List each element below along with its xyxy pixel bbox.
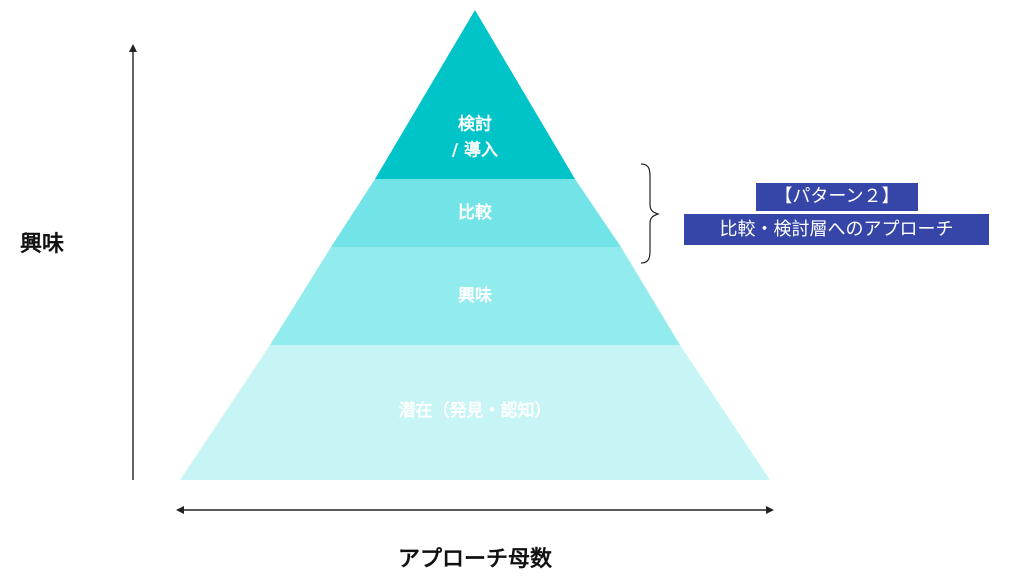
curly-brace xyxy=(640,163,660,264)
tier-label-line: 潜在（発見・認知） xyxy=(398,400,552,421)
pyramid-tier-comparison xyxy=(331,179,621,247)
tier-label-interest: 興味 xyxy=(458,283,492,309)
pyramid-tier-interest xyxy=(270,247,680,345)
pyramid-tier-consideration xyxy=(375,10,575,179)
callout-title: 【パターン２】 xyxy=(756,183,918,211)
y-axis-label: 興味 xyxy=(20,232,65,257)
tier-label-line: 検討 xyxy=(457,114,492,135)
callout-subtitle: 比較・検討層へのアプローチ xyxy=(684,214,989,245)
tier-label-line: 比較 xyxy=(458,202,492,223)
tier-label-line: / 導入 xyxy=(451,141,499,161)
pyramid-tier-latent xyxy=(180,345,770,480)
tier-label-comparison: 比較 xyxy=(458,200,492,226)
tier-label-line: 興味 xyxy=(458,285,492,306)
tier-label-latent: 潜在（発見・認知） xyxy=(399,398,552,424)
tier-label-consideration: 検討 / 導入 xyxy=(452,112,498,165)
x-axis-label: アプローチ母数 xyxy=(397,547,553,572)
